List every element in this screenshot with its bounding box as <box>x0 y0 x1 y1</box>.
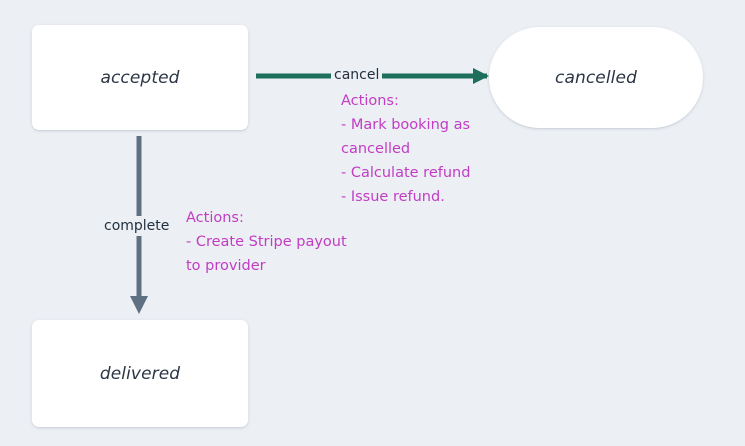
complete-arrow-head <box>130 296 148 314</box>
actions-annotation-complete: Actions: - Create Stripe payout to provi… <box>186 206 347 278</box>
state-node-accepted[interactable]: accepted <box>32 25 248 130</box>
state-node-delivered[interactable]: delivered <box>32 320 248 427</box>
actions-annotation-cancel: Actions: - Mark booking as cancelled - C… <box>341 89 470 209</box>
state-node-accepted-label: accepted <box>100 67 180 88</box>
transition-label-cancel: cancel <box>331 65 383 85</box>
actions-complete-heading: Actions: <box>186 210 244 226</box>
actions-cancel-line-1: - Mark booking as <box>341 117 471 133</box>
actions-cancel-line-3: - Calculate refund <box>341 165 471 181</box>
actions-cancel-line-2: cancelled <box>341 141 411 157</box>
actions-complete-line-1: - Create Stripe payout <box>186 234 347 250</box>
actions-cancel-line-4: - Issue refund. <box>341 189 445 205</box>
state-node-cancelled[interactable]: cancelled <box>489 27 703 128</box>
transition-label-complete: complete <box>101 216 173 236</box>
actions-complete-line-2: to provider <box>186 258 266 274</box>
state-node-delivered-label: delivered <box>99 363 181 384</box>
state-node-cancelled-label: cancelled <box>555 67 637 88</box>
cancel-arrow-head <box>473 68 489 84</box>
actions-cancel-heading: Actions: <box>341 93 399 109</box>
